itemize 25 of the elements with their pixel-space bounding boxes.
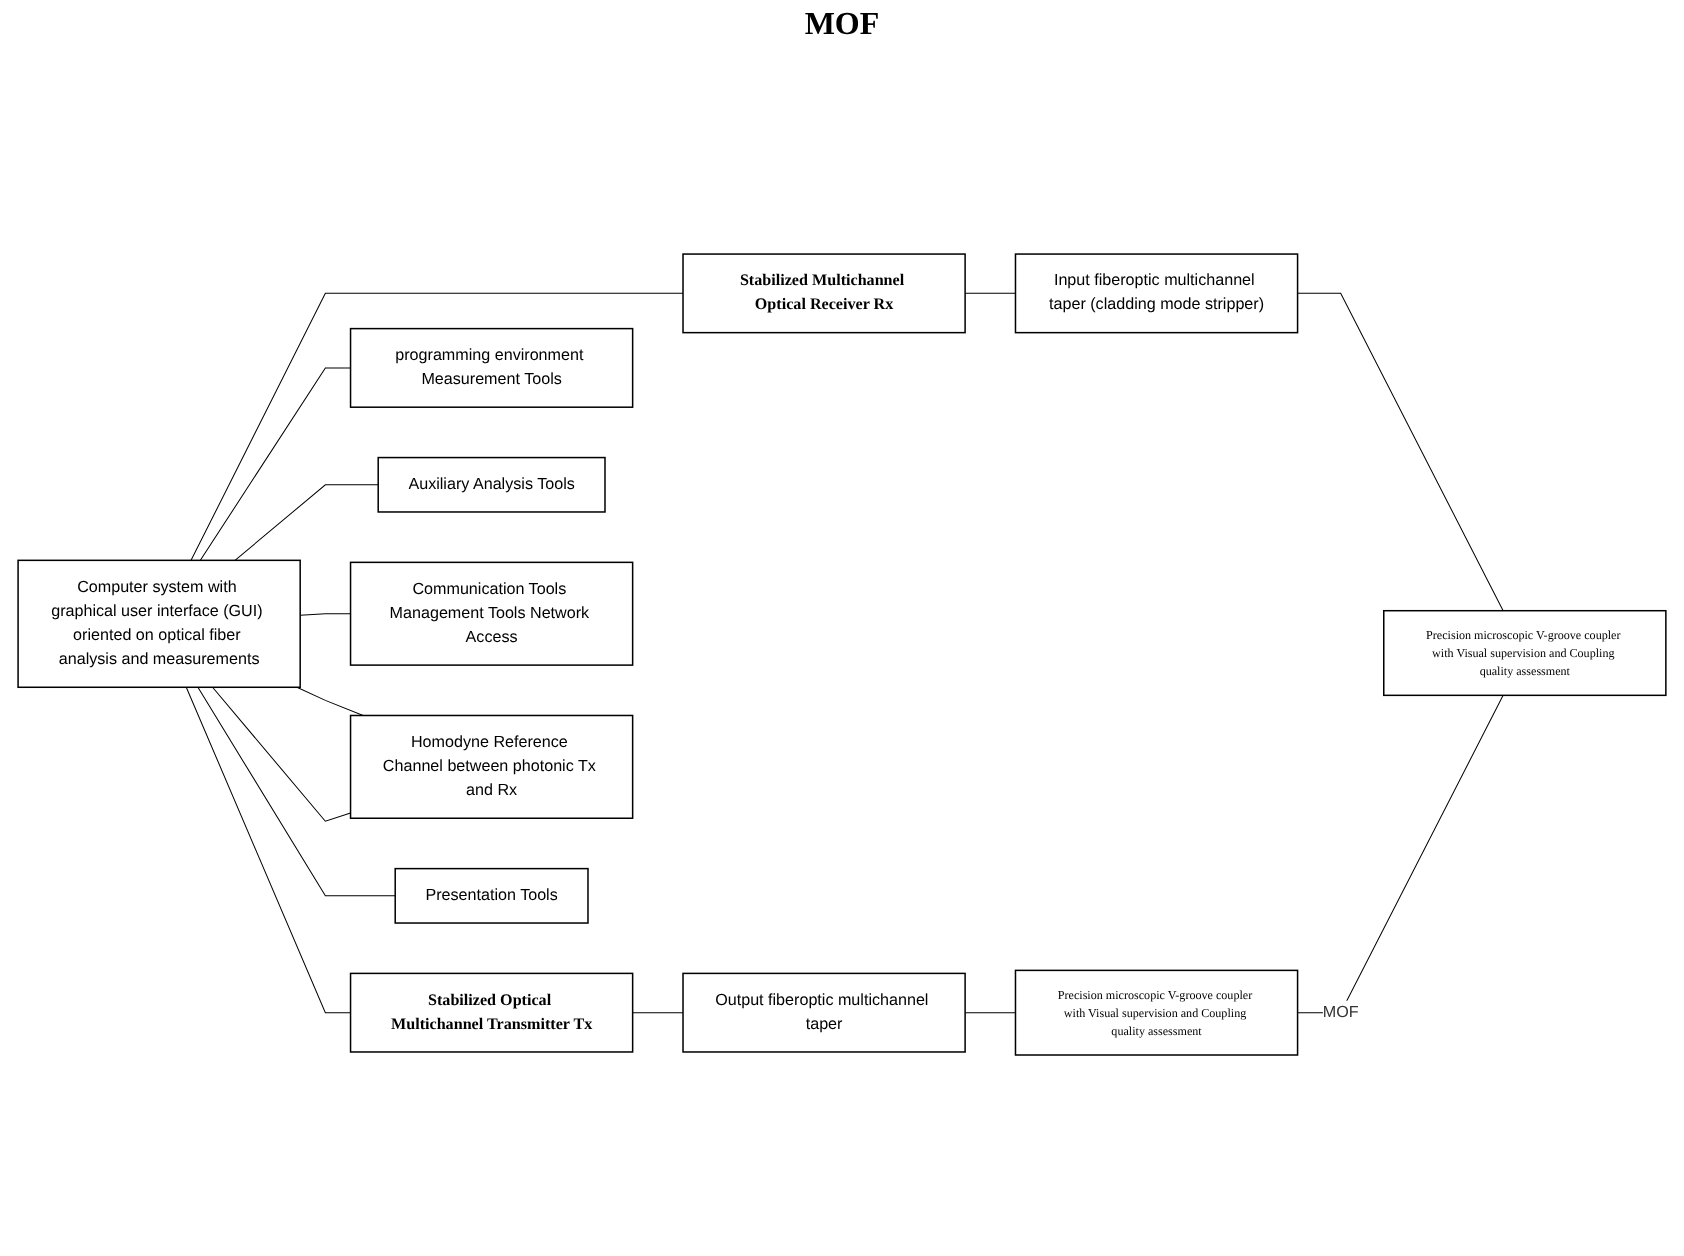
- connector: [964, 292, 1016, 294]
- node-box: Computer system with graphical user interface (GUI) oriented on optical fiber analysis and measurements: [17, 559, 301, 688]
- connector: [234, 483, 379, 561]
- edge-label: MOF: [1322, 1003, 1359, 1021]
- node-box: Communication Tools Management Tools Network Access: [349, 561, 634, 666]
- node-box: Auxiliary Analysis Tools: [377, 456, 606, 513]
- connector: [190, 292, 684, 561]
- connector: [199, 366, 352, 561]
- connector: [1297, 292, 1504, 611]
- connector: [964, 1011, 1016, 1013]
- connector: [185, 686, 352, 1013]
- connector: [632, 1011, 684, 1013]
- node-box: programming environment Measurement Tools: [349, 327, 634, 408]
- node-box: Stabilized Optical Multichannel Transmitter Tx: [349, 972, 634, 1053]
- node-box: Output fiberoptic multichannel taper: [682, 972, 966, 1053]
- connector: [1297, 694, 1504, 1013]
- node-box: Stabilized Multichannel Optical Receiver Rx: [682, 252, 966, 333]
- connector: [212, 686, 352, 822]
- node-box: Presentation Tools: [394, 867, 589, 924]
- connector: [197, 686, 396, 896]
- connector: [299, 612, 352, 616]
- fiber-label: MOF: [804, 8, 880, 42]
- node-box: Homodyne Reference Channel between photonic Tx and Rx: [349, 714, 634, 819]
- connector: [296, 686, 364, 716]
- node-box: Input fiberoptic multichannel taper (cladding mode stripper): [1014, 252, 1299, 333]
